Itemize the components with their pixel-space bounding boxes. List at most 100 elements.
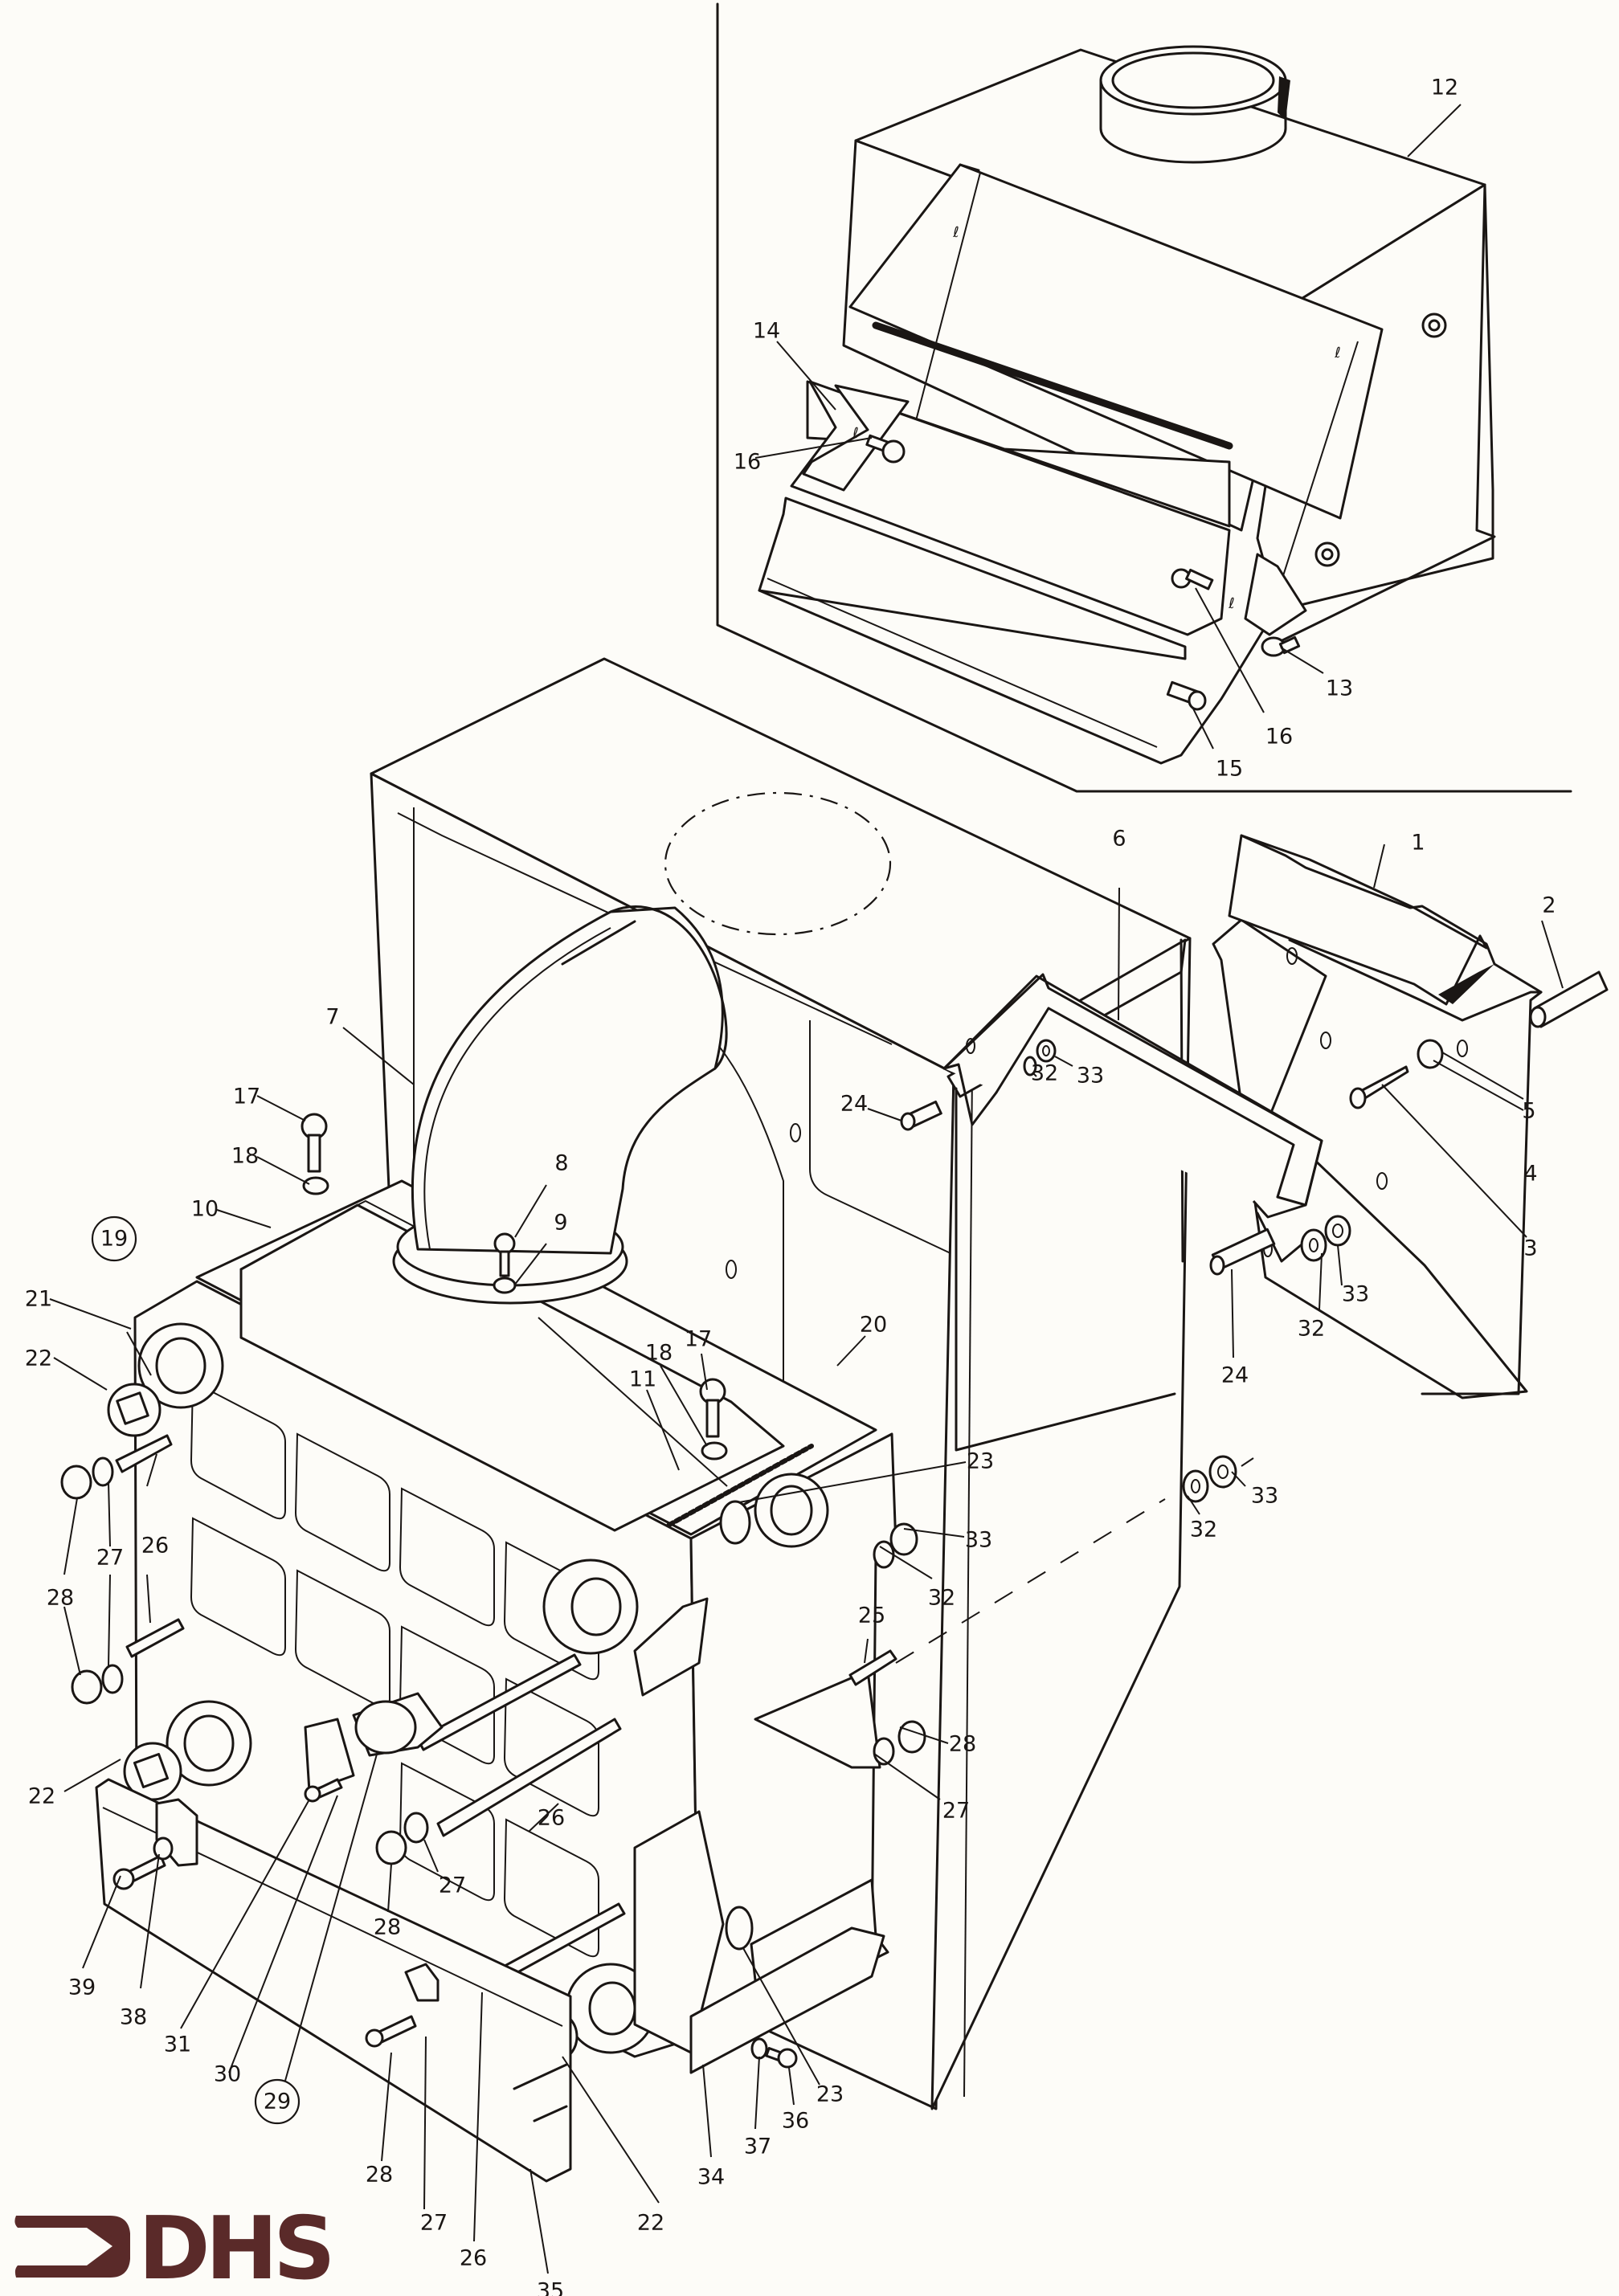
callout-2: 2 [1542,893,1556,918]
svg-text:ℓ: ℓ [952,224,959,241]
callout-29: 29 [264,2090,291,2114]
plug-icon [107,1383,161,1437]
nut-icon [1324,1215,1351,1247]
callout-18b: 18 [645,1341,673,1366]
callout-26c: 26 [460,2246,487,2271]
callout-27c: 27 [942,1799,970,1824]
callout-20: 20 [860,1313,887,1338]
callout-28d: 28 [366,2163,393,2188]
svg-text:ℓ: ℓ [1334,345,1340,362]
stud-icon [1261,635,1301,657]
callout-33d: 33 [1251,1484,1278,1509]
washer-icon [750,2037,768,2060]
washer-icon [1182,1469,1209,1503]
callout-5: 5 [1522,1099,1535,1124]
callout-11: 11 [629,1367,656,1392]
callout-4: 4 [1523,1162,1537,1187]
callout-30: 30 [214,2062,241,2087]
callout-27a: 27 [96,1546,124,1571]
screw-icon [1171,568,1214,590]
callout-17b: 17 [685,1327,712,1352]
callout-16a: 16 [734,450,761,475]
washer-icon [701,1441,728,1461]
callout-32c: 32 [928,1586,955,1611]
callout-37: 37 [744,2135,771,2159]
washer-icon [302,1176,329,1195]
callout-28b: 28 [374,1915,401,1940]
callout-28a: 28 [47,1586,74,1611]
callout-19: 19 [100,1227,128,1252]
pocket-icon [352,1692,444,1757]
callout-39: 39 [68,1975,96,2000]
callout-8: 8 [554,1151,568,1176]
stud-icon [1209,1228,1276,1276]
callout-1: 1 [1411,831,1425,856]
wall-bracket [1212,834,1609,1399]
nipple-icon [719,1500,754,1951]
callout-34: 34 [697,2165,725,2190]
side-plate [689,1926,885,2074]
leader-lines [49,104,1564,2274]
threaded-port [137,1322,224,1409]
callout-22b: 22 [28,1784,55,1809]
washer-icon [153,1836,174,1861]
callout-32d: 32 [1190,1518,1217,1542]
stud-icon [1166,680,1207,711]
callout-32b: 32 [1298,1317,1325,1342]
callout-18a: 18 [231,1144,259,1169]
callout-10: 10 [191,1197,219,1222]
callout-29-circle: 29 [254,2078,300,2125]
draught-diverter: ℓ ℓ ℓ ℓ [758,45,1496,765]
callout-28c: 28 [949,1732,976,1757]
washer-icon [1023,1056,1037,1077]
callout-21: 21 [25,1287,52,1312]
callout-3: 3 [1523,1236,1537,1261]
screw-icon [304,1778,343,1803]
callout-35: 35 [537,2279,564,2296]
threaded-port [754,1473,829,1548]
callout-17a: 17 [233,1085,260,1109]
callout-13: 13 [1326,676,1353,701]
stud-icon [900,1100,942,1131]
screw-icon [493,1232,516,1277]
callout-9: 9 [554,1211,567,1236]
callout-33c: 33 [965,1528,992,1553]
callout-23b: 23 [816,2082,844,2107]
pin-icon [1529,970,1609,1028]
callout-33b: 33 [1342,1282,1369,1307]
screw-icon [300,1113,328,1173]
nut-icon [1421,313,1447,338]
hanging-bracket [942,973,1323,1263]
callout-24a: 24 [840,1092,868,1117]
wall-plug-icon [1417,1039,1444,1069]
plug-icon [123,1742,182,1801]
screw-icon [112,1854,166,1890]
screw-icon [865,434,906,464]
callout-labels: 1 2 3 4 5 6 7 8 9 10 11 12 13 14 15 16 1… [25,76,1556,2296]
screw-icon [699,1378,726,1438]
stud-icon [848,1649,897,1686]
callout-33a: 33 [1077,1064,1104,1089]
callout-19-circle: 19 [91,1215,137,1262]
callout-15: 15 [1216,757,1243,782]
logo-text: DHS [138,2201,331,2290]
svg-text:ℓ: ℓ [852,425,858,442]
callout-38: 38 [120,2005,147,2030]
callout-36: 36 [782,2109,809,2134]
flue-hood [239,1199,785,1532]
svg-text:ℓ: ℓ [1228,595,1234,612]
callout-22c: 22 [637,2211,664,2236]
callout-31: 31 [164,2032,191,2057]
nut-icon [1208,1455,1237,1489]
callout-26a: 26 [141,1534,169,1559]
callout-16b: 16 [1265,725,1293,750]
screw-icon [765,2047,798,2069]
callout-27d: 27 [420,2211,448,2236]
callout-6: 6 [1112,827,1126,852]
callout-26b: 26 [538,1806,565,1831]
nut-icon [1036,1039,1057,1063]
base-plate [95,1778,572,2183]
callout-12: 12 [1431,76,1458,100]
callout-23a: 23 [967,1449,994,1474]
